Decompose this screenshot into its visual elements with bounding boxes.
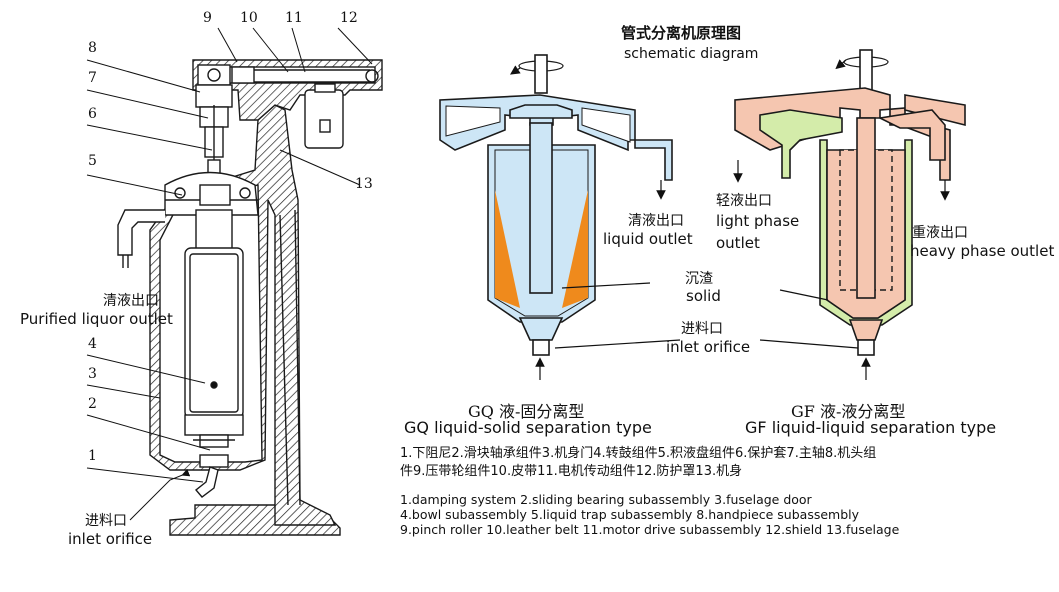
heavy-phase-zh: 重液出口	[912, 225, 968, 241]
callout-3: 3	[88, 366, 97, 382]
purified-outlet-label-en: Purified liquor outlet	[20, 310, 173, 328]
callout-6: 6	[88, 106, 97, 122]
inlet-orifice-en: inlet orifice	[666, 338, 751, 356]
callout-9: 9	[203, 10, 212, 26]
light-phase-en2: outlet	[716, 234, 760, 252]
callout-8: 8	[88, 40, 97, 56]
heavy-phase-en: heavy phase outlet	[910, 242, 1055, 260]
gq-arrows	[510, 65, 681, 380]
legend-en-line-1: 1.damping system 2.sliding bearing subas…	[400, 492, 812, 507]
gf-diagram	[734, 49, 966, 356]
callout-13: 13	[355, 176, 373, 192]
callout-7: 7	[88, 70, 97, 86]
gq-type-zh: GQ 液-固分离型	[468, 402, 585, 421]
legend-en-line-3: 9.pinch roller 10.leather belt 11.motor …	[400, 522, 900, 537]
callout-1: 1	[88, 448, 97, 464]
callout-5: 5	[88, 153, 97, 169]
solid-label-zh: 沉渣	[685, 271, 713, 287]
legend-zh-line-1: 1.下阻尼2.滑块轴承组件3.机身门4.转鼓组件5.积液盘组件6.保护套7.主轴…	[400, 446, 877, 461]
gq-liquid-outlet-zh: 清液出口	[628, 213, 684, 229]
left-leaders	[86, 27, 373, 521]
inlet-orifice-zh: 进料口	[681, 321, 723, 337]
callout-12: 12	[340, 10, 358, 26]
light-phase-en1: light phase	[716, 212, 800, 230]
light-phase-zh: 轻液出口	[716, 193, 772, 209]
callout-2: 2	[88, 396, 97, 412]
gf-type-en: GF liquid-liquid separation type	[745, 418, 997, 437]
gq-liquid-outlet-en: liquid outlet	[603, 230, 693, 248]
solid-label-en: solid	[686, 287, 721, 305]
diagram-title-en: schematic diagram	[624, 46, 759, 62]
callout-10: 10	[240, 10, 258, 26]
left-inlet-label-en: inlet orifice	[68, 530, 153, 548]
diagram-title-zh: 管式分离机原理图	[621, 24, 742, 42]
gf-type-zh: GF 液-液分离型	[791, 402, 906, 421]
left-machine	[117, 59, 383, 536]
legend-zh-line-2: 件9.压带轮组件10.皮带11.电机传动组件12.防护罩13.机身	[400, 464, 743, 479]
callout-4: 4	[88, 336, 97, 352]
left-inlet-label-zh: 进料口	[85, 513, 127, 529]
gq-diagram	[439, 54, 673, 356]
gf-arrows	[733, 59, 950, 380]
callout-11: 11	[285, 10, 303, 26]
purified-outlet-label-zh: 清液出口	[103, 293, 159, 309]
legend-en-line-2: 4.bowl subassembly 5.liquid trap subasse…	[400, 507, 860, 522]
gq-type-en: GQ liquid-solid separation type	[404, 418, 652, 437]
